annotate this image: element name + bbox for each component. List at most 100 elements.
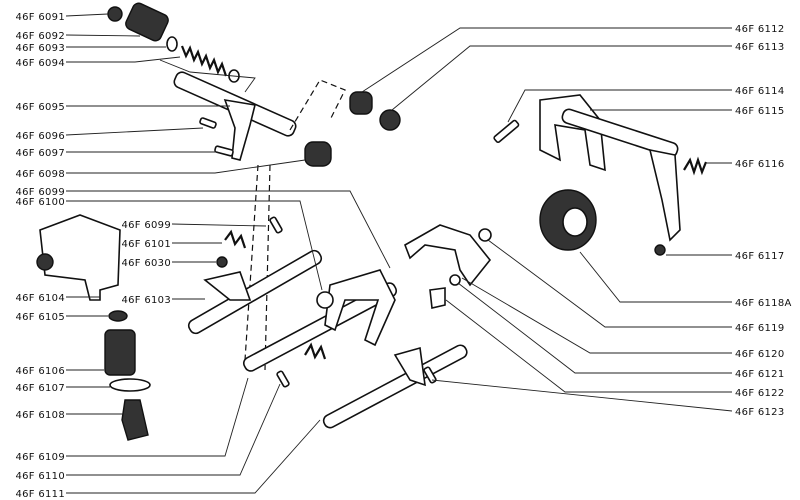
part-label: 46F 6113	[735, 42, 785, 53]
part-label: 46F 6123	[735, 407, 785, 418]
leader-line	[487, 239, 732, 328]
part-label: 46F 6093	[15, 43, 65, 54]
pin-6096	[199, 117, 217, 129]
leader-line	[66, 200, 323, 291]
part-label: 46F 6101	[121, 239, 171, 250]
part-label: 46F 6103	[121, 295, 171, 306]
housing-6104	[39, 214, 121, 301]
leader-line	[431, 379, 733, 412]
shaft-6115	[561, 108, 679, 158]
fork-6119	[324, 269, 396, 347]
leader-line	[65, 34, 141, 37]
part-label: 46F 6104	[15, 293, 65, 304]
bolt-6114	[493, 119, 520, 144]
leader-line	[445, 299, 732, 393]
rail-6109	[242, 282, 398, 372]
synchro-bore	[562, 207, 588, 237]
part-label: 46F 6108	[15, 410, 65, 421]
parts-drawing	[36, 2, 708, 441]
ring-6105	[108, 310, 128, 322]
part-label: 46F 6112	[735, 24, 785, 35]
gear-6108	[121, 399, 149, 441]
fork-6103	[203, 271, 252, 301]
leader-line	[391, 45, 732, 111]
leader-line	[66, 159, 306, 174]
pin-6099	[269, 216, 283, 234]
spring-6094	[180, 45, 228, 77]
leader-line	[65, 13, 109, 17]
plug-6113	[379, 109, 401, 131]
part-label: 46F 6109	[15, 452, 65, 463]
pin-6123	[423, 366, 437, 384]
leader-line	[579, 251, 732, 303]
lever-dashed	[289, 79, 346, 131]
leader-line	[66, 419, 321, 494]
part-label: 46F 6099	[15, 187, 65, 198]
part-label: 46F 6115	[735, 106, 785, 117]
pad-6121	[449, 274, 461, 286]
part-label: 46F 6097	[15, 148, 65, 159]
fork-6119b	[404, 224, 492, 287]
pin-6110	[276, 370, 290, 388]
spring-6116	[683, 156, 708, 176]
part-label: 46F 6095	[15, 102, 65, 113]
housing-bore	[36, 253, 54, 271]
bracket-outline	[159, 59, 256, 93]
rail-6103	[187, 249, 323, 335]
leader-line	[66, 383, 281, 476]
fork-6111	[393, 346, 426, 387]
part-label: 46F 6110	[15, 471, 65, 482]
part-label: 46F 6100	[15, 197, 65, 208]
leader-line	[361, 27, 732, 93]
leader-line	[461, 277, 732, 354]
leader-line	[457, 282, 732, 374]
part-label: 46F 6107	[15, 383, 65, 394]
part-label: 46F 6030	[121, 258, 171, 269]
pin-6097	[214, 145, 234, 157]
washer-6093	[166, 36, 178, 52]
part-label: 46F 6121	[735, 369, 785, 380]
part-label: 46F 6117	[735, 251, 785, 262]
leader-lines	[65, 13, 733, 494]
fork-6115	[539, 94, 606, 172]
part-label: 46F 6099	[121, 220, 171, 231]
dashed-guide	[244, 164, 259, 361]
cap-6091	[107, 6, 123, 22]
part-label: 46F 6118A	[735, 298, 792, 309]
ball-6030	[216, 256, 228, 268]
part-label: 46F 6111	[15, 489, 65, 500]
part-label: 46F 6114	[735, 86, 785, 97]
selector-fork	[223, 98, 256, 161]
lever-6115	[648, 148, 681, 242]
spring-cup-6092	[125, 2, 169, 42]
part-label: 46F 6116	[735, 159, 785, 170]
part-label: 46F 6120	[735, 349, 785, 360]
leader-line	[65, 127, 204, 136]
part-label: 46F 6094	[15, 58, 65, 69]
leader-line	[171, 223, 267, 227]
washer-6107	[109, 378, 151, 392]
part-label: 46F 6119	[735, 323, 785, 334]
part-label: 46F 6091	[15, 12, 65, 23]
leader-line	[66, 56, 181, 63]
sleeve-6106	[104, 329, 136, 376]
washer-6120	[478, 228, 492, 242]
leader-line	[66, 377, 249, 457]
dashed-guide	[264, 164, 271, 371]
spring-6101	[224, 229, 247, 249]
spring	[304, 342, 327, 360]
part-label: 46F 6092	[15, 31, 65, 42]
bush-6112	[349, 91, 373, 115]
nut-6117	[654, 244, 666, 256]
part-label: 46F 6122	[735, 388, 785, 399]
leader-line	[507, 89, 732, 123]
plug	[316, 291, 334, 309]
part-label: 46F 6106	[15, 366, 65, 377]
part-label: 46F 6098	[15, 169, 65, 180]
bush-6098	[304, 141, 332, 167]
part-label: 46F 6096	[15, 131, 65, 142]
part-label: 46F 6105	[15, 312, 65, 323]
